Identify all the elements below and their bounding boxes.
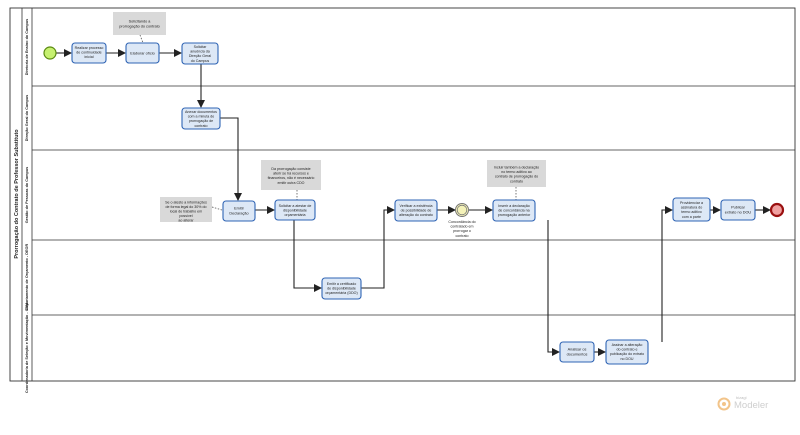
logo-mark-icon (717, 397, 731, 411)
flow (361, 206, 395, 289)
lane-label: Coordenadoria de Seleção e Movimentação … (25, 303, 29, 393)
lane-label: Direção Geral do Campus (25, 95, 29, 141)
pool-title: Prorrogação do Contrato de Professor Sub… (14, 129, 20, 259)
brand-prefix: bizagi (736, 395, 747, 400)
flow (220, 117, 242, 201)
sequence-flows (56, 49, 771, 356)
svg-text:Elaborar ofício: Elaborar ofício (130, 52, 154, 56)
association-line (211, 206, 223, 211)
flow (293, 220, 322, 292)
start-event[interactable] (43, 46, 57, 60)
lane-label: Gestão de Pessoas do Campus (25, 167, 29, 224)
lane-label: Diretoria de Ensino do Campus (25, 19, 29, 76)
flow (547, 220, 560, 356)
bizagi-modeler-logo: bizagi Modeler (717, 395, 768, 411)
gateway[interactable] (455, 203, 469, 217)
pool: Prorrogação do Contrato de Professor Sub… (9, 7, 796, 382)
brand-name: Modeler (734, 400, 768, 411)
end-event[interactable] (769, 202, 785, 218)
association-line (139, 34, 144, 44)
flow (661, 206, 673, 342)
task-elaborar-oficio[interactable]: Elaborar ofício (125, 42, 160, 64)
lane-label: Departamento de Orçamento - DEOR (25, 244, 29, 311)
